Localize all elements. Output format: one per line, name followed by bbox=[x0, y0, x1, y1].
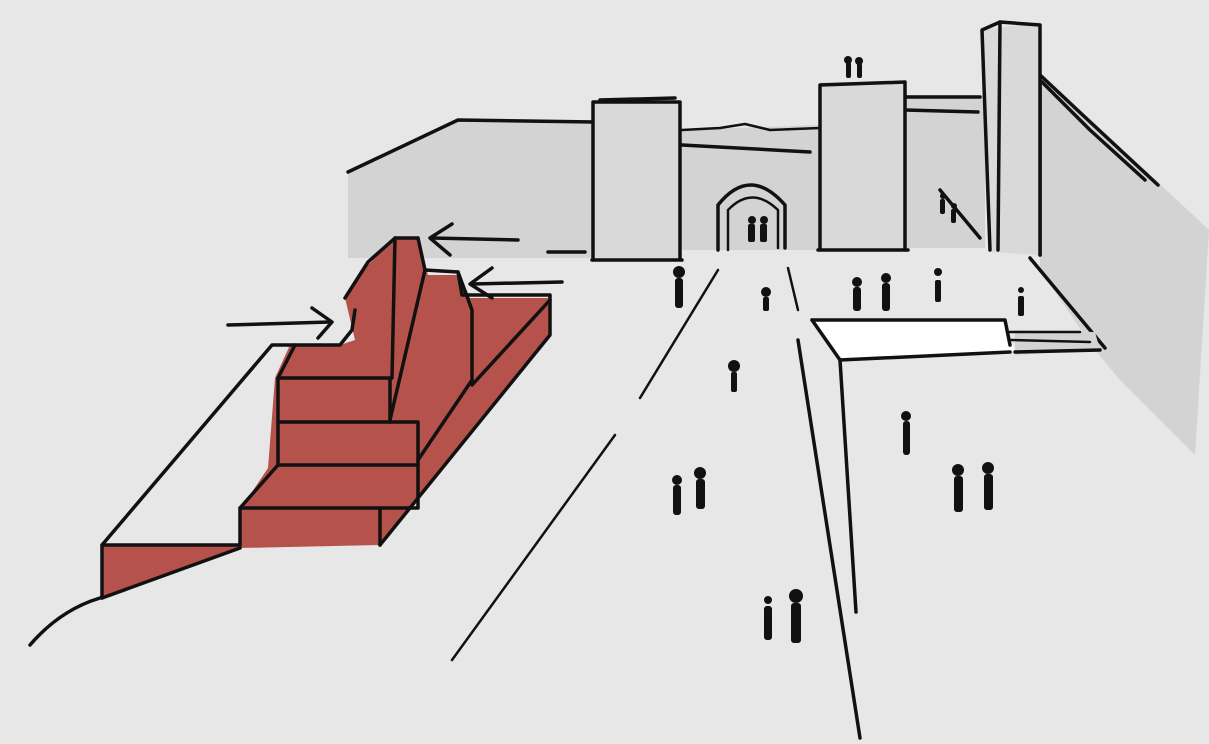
person-figure bbox=[672, 475, 682, 515]
person-figure bbox=[761, 287, 771, 311]
person-figure bbox=[694, 467, 706, 509]
person-figure bbox=[982, 462, 994, 510]
person-figure bbox=[728, 360, 740, 392]
person-figure bbox=[764, 596, 772, 640]
wall-side-panel bbox=[1040, 72, 1209, 455]
pedestrian-figures bbox=[672, 193, 1024, 643]
gate-tower-right bbox=[818, 56, 908, 250]
person-figure bbox=[1018, 287, 1024, 316]
person-figure bbox=[673, 266, 685, 308]
person-figure bbox=[748, 216, 756, 242]
person-figure bbox=[881, 273, 891, 311]
person-figure bbox=[901, 411, 911, 455]
end-tower bbox=[982, 22, 1040, 255]
person-figure bbox=[852, 277, 862, 311]
gate-tower-left bbox=[592, 98, 682, 260]
person-figure bbox=[934, 268, 942, 302]
person-figure bbox=[952, 464, 964, 512]
person-figure bbox=[760, 216, 768, 242]
person-figure bbox=[789, 589, 803, 643]
